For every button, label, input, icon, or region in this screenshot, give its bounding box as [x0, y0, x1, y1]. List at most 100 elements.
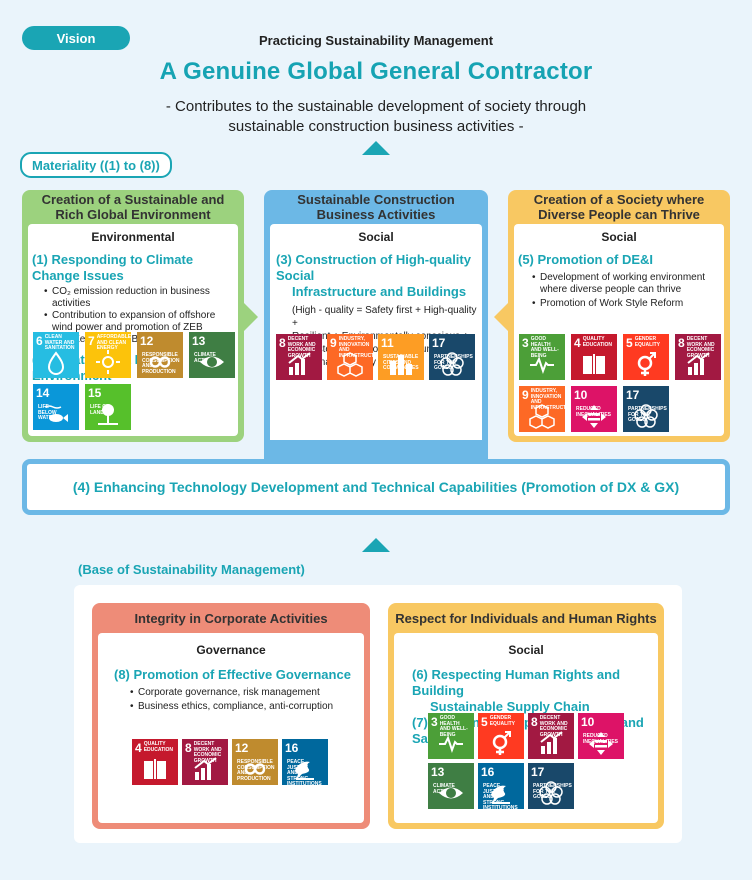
vision-badge: Vision [22, 26, 130, 50]
sdg-8-badge: 8Decent work and economic growth [182, 739, 228, 785]
materiality-item-8: (8) Promotion of Effective Governance [114, 667, 351, 682]
sdg-label: Climate action [433, 783, 455, 795]
category-label: Social [358, 230, 394, 244]
sdg-number: 14 [36, 386, 50, 400]
bullet-ethics: Business ethics, compliance, anti-corrup… [128, 701, 364, 713]
bullet-line: wind power and promotion of ZEB [52, 322, 203, 333]
society-panel: Social (5) Promotion of DE&I Development… [514, 224, 724, 436]
integrity-sdg-grid: 4Quality education 8Decent work and econo… [98, 633, 364, 823]
bullet-line: where diverse people can thrive [540, 284, 682, 295]
definition-line: Coexistence with local communities + [292, 344, 459, 355]
cubes-icon [529, 404, 555, 429]
sdg-label: Gender equality [634, 336, 660, 348]
sdg-17-badge: 17Partnerships for the goals [528, 763, 574, 809]
respect-block-title: Respect for Individuals and Human Rights [395, 611, 657, 626]
item-6-line-1: (6) Respecting Human Rights and Building [412, 667, 621, 698]
fish-icon [44, 405, 68, 422]
construction-title-line-1: Sustainable Construction [297, 192, 455, 207]
category-label: Environmental [91, 230, 175, 244]
environment-block: Creation of a Sustainable and Rich Globa… [22, 190, 244, 442]
category-label: Governance [196, 643, 266, 657]
sdg-17-badge: 17Partnerships for the goals [623, 386, 669, 432]
sdg-label: Peace, justice and strong institutions [287, 759, 322, 785]
up-arrow-icon [362, 538, 390, 552]
construction-title-line-2: Business Activities [316, 207, 436, 222]
category-label: Social [601, 230, 637, 244]
sdg-13-badge: 13Climate action [428, 763, 474, 809]
sdg-number: 8 [185, 741, 192, 755]
item-6-line-2: Sustainable Supply Chain [430, 699, 590, 714]
materiality-item-7: (7) Ensuring Occupational Health and Saf… [412, 715, 644, 746]
tree-icon [98, 404, 118, 425]
society-block-title: Creation of a Society where Diverse Peop… [508, 192, 730, 222]
sdg-label: Quality education [143, 741, 174, 753]
environment-title-line-2: Rich Global Environment [55, 207, 211, 222]
materiality-item-6: (6) Respecting Human Rights and Building… [412, 667, 658, 715]
arrow-left-icon [494, 303, 508, 331]
book-icon [583, 354, 605, 374]
sdg-label: Decent work and economic growth [193, 741, 222, 764]
sdg-number: 15 [88, 386, 102, 400]
sdg-12-badge: 12Responsible consumption and production [232, 739, 278, 785]
sdg-label: Reduced inequalities [576, 406, 612, 418]
construction-panel: Social (3) Construction of High-quality … [270, 224, 482, 456]
integrity-block-title: Integrity in Corporate Activities [134, 611, 328, 626]
sdg-label: Partnerships for the goals [533, 783, 572, 800]
definition-line: Sustainable supply chain) [292, 357, 406, 368]
sdg-number: 17 [531, 765, 545, 779]
sdg-number: 12 [235, 741, 249, 755]
growth-icon [194, 757, 217, 780]
sdg-label: Responsible consumption and production [237, 759, 275, 782]
sdg-number: 4 [574, 336, 581, 350]
item-3-line-1: (3) Construction of High-quality Social [276, 252, 471, 283]
sdg-number: 17 [626, 388, 640, 402]
sdg-number: 13 [431, 765, 445, 779]
sdg-number: 3 [522, 336, 529, 350]
environment-panel: Environmental (1) Responding to Climate … [28, 224, 238, 436]
integrity-panel: Governance (8) Promotion of Effective Go… [98, 633, 364, 823]
sdg-5-badge: 5Gender equality [623, 334, 669, 380]
dove-icon [295, 761, 314, 780]
society-title-line-1: Creation of a Society where [533, 192, 705, 207]
gender-icon [637, 352, 656, 376]
sdg-16-badge: 16Peace, justice and strong institutions [282, 739, 328, 785]
flower-icon [539, 781, 563, 805]
construction-block-title: Sustainable Construction Business Activi… [264, 192, 488, 222]
materiality-item-2: (2) Creation of a Rich Environment [32, 352, 163, 383]
sdg-number: 5 [626, 336, 633, 350]
sdg-label: Peace, justice and strong institutions [483, 783, 518, 809]
vision-subtitle: - Contributes to the sustainable develop… [0, 97, 752, 137]
bullet-line: (Net Zero Energy Building) [52, 334, 171, 345]
sdg-3-badge: 3Good health and well-being [519, 334, 565, 380]
respect-block: Respect for Individuals and Human Rights… [388, 603, 664, 829]
environment-block-title: Creation of a Sustainable and Rich Globa… [22, 192, 244, 222]
definition-line: Resilient + Environmentally conscious + [292, 331, 469, 342]
infinity-icon [244, 763, 266, 775]
construction-block: Sustainable Construction Business Activi… [264, 190, 488, 462]
base-label: (Base of Sustainability Management) [78, 562, 305, 577]
growth-icon [687, 352, 710, 375]
society-title-line-2: Diverse People can Thrive [538, 207, 700, 222]
flower-icon [634, 404, 658, 428]
materiality-item-3: (3) Construction of High-quality Social … [276, 252, 482, 300]
materiality-item-1: (1) Responding to Climate Change Issues [32, 252, 194, 283]
sdg-4-badge: 4Quality education [571, 334, 617, 380]
materiality-item-4: (4) Enhancing Technology Development and… [22, 459, 730, 515]
definition-line: (High - quality = Safety first + High-qu… [292, 305, 477, 329]
arrow-right-icon [244, 303, 258, 331]
equality-icon [582, 405, 606, 428]
materiality-label: Materiality ((1) to (8)) [32, 157, 160, 173]
environment-title-line-1: Creation of a Sustainable and [41, 192, 225, 207]
subtitle-line-2: sustainable construction business activi… [228, 118, 524, 135]
sdg-16-badge: 16Peace, justice and strong institutions [478, 763, 524, 809]
practicing-heading: Practicing Sustainability Management [258, 33, 494, 48]
materiality-badge: Materiality ((1) to (8)) [20, 152, 172, 178]
sdg-number: 10 [574, 388, 588, 402]
vision-label: Vision [56, 30, 96, 46]
quality-definition: (High - quality = Safety first + High-qu… [292, 304, 482, 369]
tech-bar-label: (4) Enhancing Technology Development and… [72, 479, 680, 495]
sdg-14-badge: 14Life below water [33, 384, 79, 430]
sdg-number: 4 [135, 741, 142, 755]
sdg-label: Industry, innovation and infrastructure [530, 388, 565, 411]
bullet-line: Development of working environment [540, 272, 706, 283]
